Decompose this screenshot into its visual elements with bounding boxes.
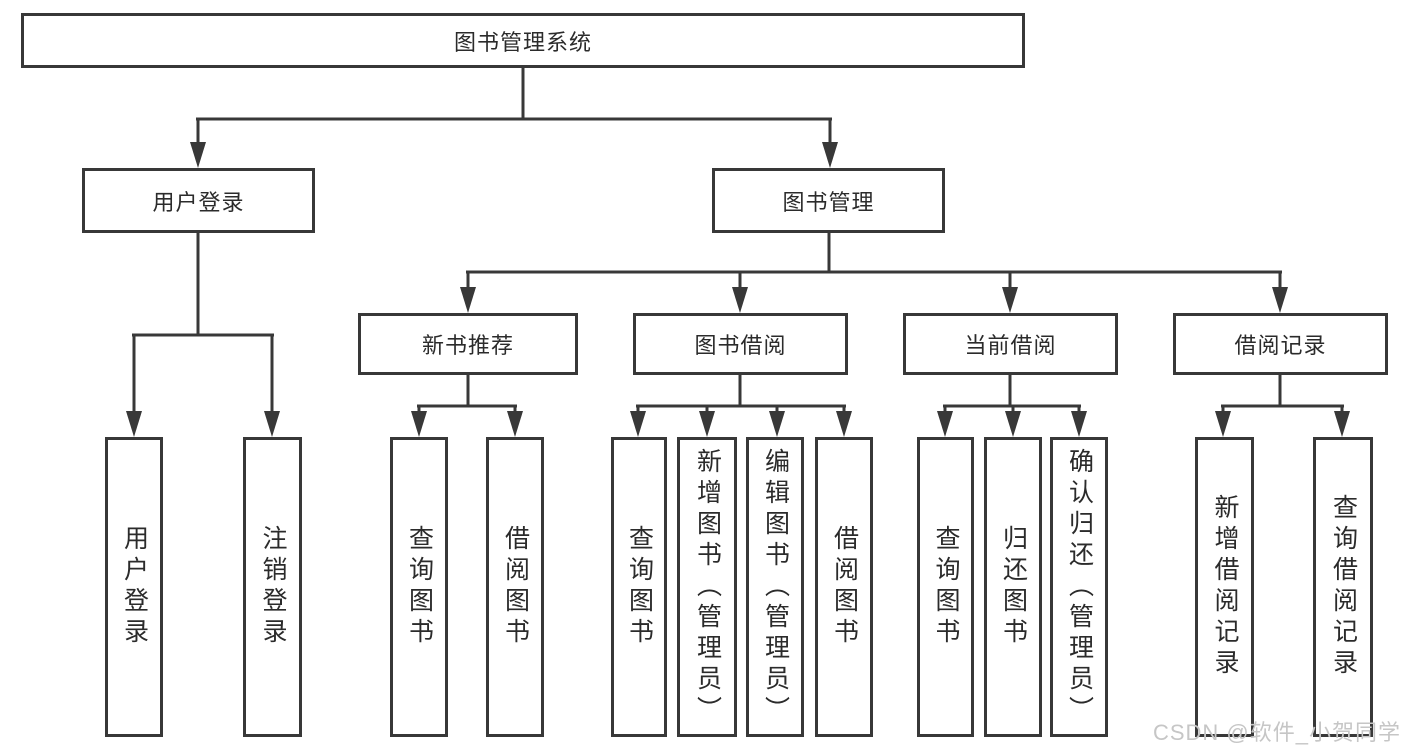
- leaf-logout-label: 注销登录: [259, 525, 287, 649]
- leaf-query-books-borrow-label: 查询图书: [625, 525, 654, 649]
- leaf-edit-books-admin: 编辑图书（管理员）: [746, 437, 804, 737]
- leaf-borrow-books-rec-label: 借阅图书: [501, 525, 530, 649]
- node-user-login: 用户登录: [82, 168, 315, 233]
- node-root: 图书管理系统: [21, 13, 1025, 68]
- node-book-borrowing: 图书借阅: [633, 313, 848, 375]
- leaf-edit-books-admin-label: 编辑图书（管理员）: [761, 447, 790, 727]
- leaf-return-books: 归还图书: [984, 437, 1042, 737]
- leaf-query-books-rec-label: 查询图书: [405, 525, 434, 649]
- leaf-add-books-admin-label: 新增图书（管理员）: [693, 447, 722, 727]
- node-borrowing-records: 借阅记录: [1173, 313, 1388, 375]
- node-user-login-label: 用户登录: [152, 189, 245, 215]
- leaf-return-books-label: 归还图书: [999, 525, 1028, 649]
- node-current-borrowing-label: 当前借阅: [964, 333, 1057, 358]
- node-root-label: 图书管理系统: [453, 29, 592, 55]
- leaf-borrow-books-label: 借阅图书: [830, 525, 859, 649]
- leaf-confirm-return-admin-label: 确认归还（管理员）: [1065, 447, 1094, 727]
- leaf-query-books-borrow: 查询图书: [611, 437, 667, 737]
- leaf-query-books-current-label: 查询图书: [932, 525, 960, 649]
- csdn-watermark: CSDN @软件_小贺同学: [1152, 720, 1401, 745]
- leaf-add-borrow-record: 新增借阅记录: [1195, 437, 1254, 737]
- node-current-borrowing: 当前借阅: [903, 313, 1118, 375]
- leaf-query-borrow-record-label: 查询借阅记录: [1329, 494, 1358, 680]
- leaf-add-books-admin: 新增图书（管理员）: [677, 437, 737, 737]
- leaf-borrow-books-rec: 借阅图书: [486, 437, 544, 737]
- node-book-borrowing-label: 图书借阅: [694, 333, 787, 358]
- leaf-query-books-rec: 查询图书: [390, 437, 448, 737]
- node-new-book-recommendation-label: 新书推荐: [421, 333, 514, 358]
- leaf-confirm-return-admin: 确认归还（管理员）: [1050, 437, 1108, 737]
- node-borrowing-records-label: 借阅记录: [1234, 333, 1327, 358]
- leaf-user-login: 用户登录: [105, 437, 163, 737]
- leaf-user-login-label: 用户登录: [120, 525, 149, 649]
- leaf-borrow-books: 借阅图书: [815, 437, 873, 737]
- leaf-query-borrow-record: 查询借阅记录: [1313, 437, 1373, 737]
- leaf-query-books-current: 查询图书: [917, 437, 974, 737]
- node-new-book-recommendation: 新书推荐: [358, 313, 578, 375]
- leaf-add-borrow-record-label: 新增借阅记录: [1211, 494, 1239, 680]
- leaf-logout: 注销登录: [243, 437, 302, 737]
- node-book-management-label: 图书管理: [782, 189, 875, 215]
- node-book-management: 图书管理: [712, 168, 945, 233]
